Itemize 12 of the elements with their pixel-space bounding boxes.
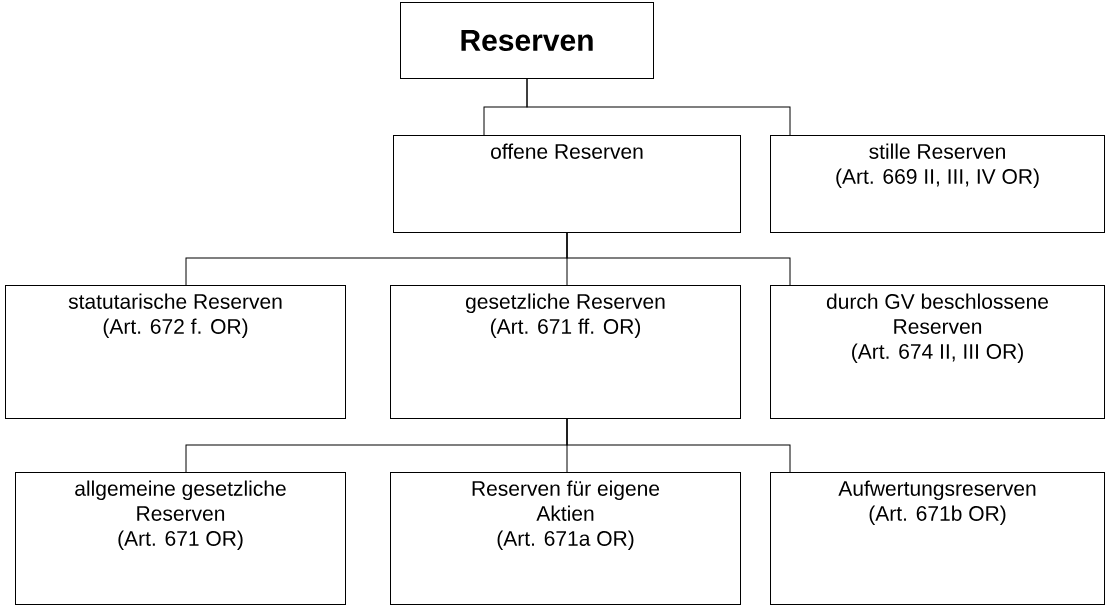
box: Reserven für eigene Aktien (Art. 671a OR): [390, 472, 741, 605]
box: gesetzliche Reserven (Art. 671 ff. OR): [390, 285, 741, 419]
box: offene Reserven: [393, 135, 741, 233]
box: Aufwertungsreserven (Art. 671b OR): [770, 472, 1105, 605]
connector-line: [566, 232, 791, 286]
box: allgemeine gesetzliche Reserven (Art. 671 OR): [15, 472, 346, 605]
connector-line: [526, 78, 791, 136]
box: statutarische Reserven (Art. 672 f. OR): [5, 285, 346, 419]
connector-line: [566, 418, 791, 473]
box: stille Reserven (Art. 669 II, III, IV OR): [770, 135, 1105, 233]
box: durch GV beschlossene Reserven (Art. 674 II, III OR): [770, 285, 1105, 419]
box: Reserven: [400, 2, 654, 79]
